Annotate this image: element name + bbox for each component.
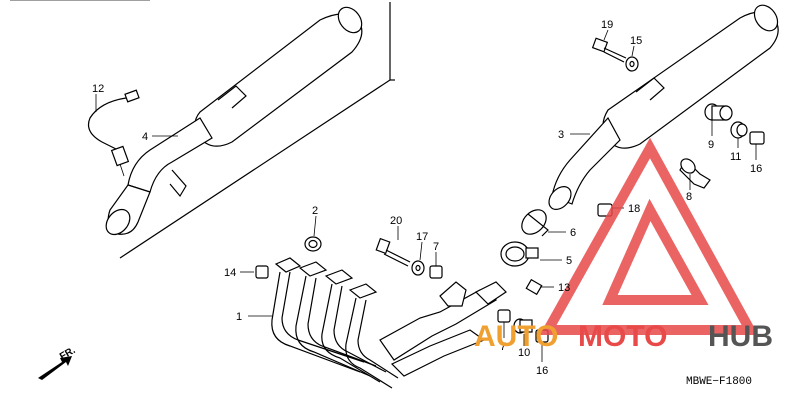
left-muffler[interactable] — [101, 3, 366, 239]
collar-9[interactable] — [704, 103, 733, 121]
rubber-8[interactable] — [678, 156, 711, 189]
collar-11[interactable] — [730, 121, 748, 139]
callout-5: 5 — [566, 255, 572, 267]
gasket-2[interactable] — [304, 236, 322, 252]
leader-lines — [95, 29, 757, 362]
callout-19: 19 — [601, 19, 613, 31]
callout-11: 11 — [730, 151, 741, 163]
callout-7-lower: 7 — [500, 341, 506, 353]
callout-2: 2 — [312, 205, 318, 217]
watermark-hub: HUB — [708, 320, 773, 353]
callout-20: 20 — [390, 215, 402, 227]
washer-17[interactable] — [411, 260, 425, 276]
callout-14: 14 — [224, 267, 236, 279]
callout-12: 12 — [92, 83, 104, 95]
front-direction-label: FR. — [58, 345, 78, 363]
right-muffler[interactable] — [545, 1, 783, 214]
band-5[interactable] — [500, 241, 539, 267]
left-muffler-inset-frame — [10, 0, 395, 259]
callout-8: 8 — [686, 191, 692, 203]
bolt-19[interactable] — [591, 37, 627, 63]
callout-16-lower: 16 — [536, 365, 548, 377]
bolt-13[interactable] — [525, 278, 543, 296]
callout-4: 4 — [142, 131, 148, 143]
collar-10[interactable] — [513, 318, 533, 334]
exhaust-pipe-assembly[interactable] — [271, 257, 507, 389]
callout-1: 1 — [236, 311, 242, 323]
watermark-auto: AUTO — [474, 320, 558, 353]
diagram-code: MBWE−F1800 — [686, 376, 752, 388]
bolt-20[interactable] — [375, 237, 411, 267]
washer-15[interactable] — [625, 56, 639, 72]
callout-17: 17 — [416, 231, 428, 243]
gasket-6[interactable] — [517, 205, 551, 239]
callout-16-top: 16 — [750, 163, 762, 175]
callout-3: 3 — [558, 129, 564, 141]
callout-9: 9 — [708, 139, 714, 151]
front-arrow-icon — [38, 356, 72, 380]
left-o2-sensor[interactable] — [87, 89, 140, 177]
callout-labels: 12 4 2 14 1 20 17 7 19 15 3 9 11 16 8 18… — [92, 19, 762, 377]
callout-15: 15 — [630, 35, 642, 47]
nut-16-top[interactable] — [749, 131, 765, 145]
watermark-logo — [539, 137, 759, 335]
nut-7-upper[interactable] — [429, 265, 443, 279]
callout-7-upper: 7 — [433, 241, 439, 253]
watermark-moto: MOTO — [578, 320, 667, 353]
callout-10: 10 — [518, 347, 530, 359]
callout-18: 18 — [628, 203, 640, 215]
callout-13: 13 — [558, 282, 570, 294]
callout-6: 6 — [570, 227, 576, 239]
front-direction-indicator: FR. — [38, 345, 78, 380]
watermark-text: AUTO MOTO HUB — [474, 320, 773, 353]
nut-14[interactable] — [255, 265, 269, 279]
